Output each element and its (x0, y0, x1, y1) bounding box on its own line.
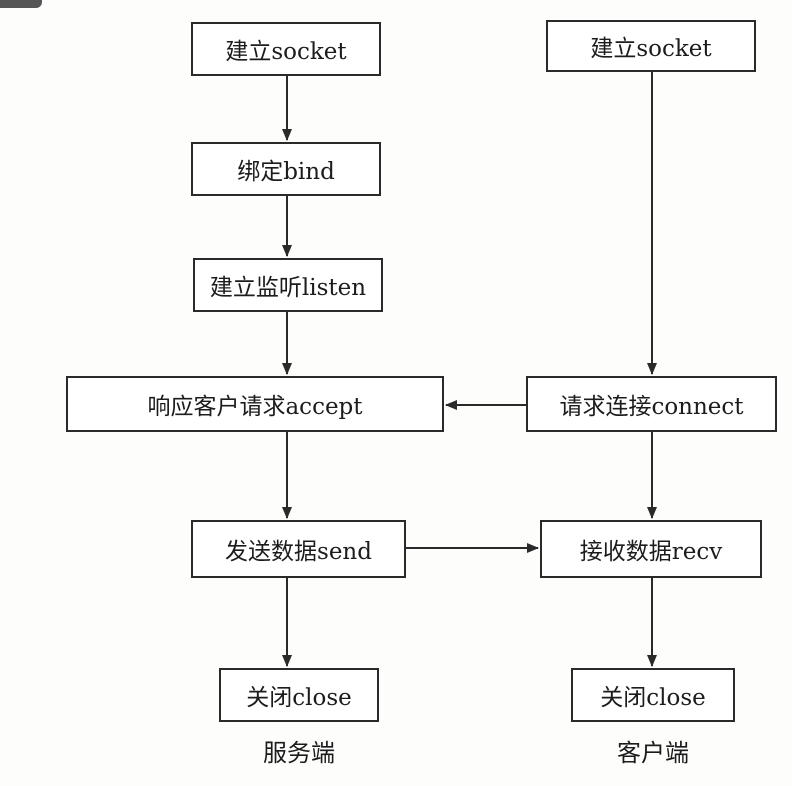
server-send-box: 发送数据send (191, 520, 406, 578)
server-caption: 服务端 (263, 739, 335, 767)
client-connect-box: 请求连接connect (526, 376, 777, 432)
server-send-label: 发送数据send (225, 539, 372, 565)
server-socket-box: 建立socket (191, 22, 381, 76)
server-close-box: 关闭close (219, 668, 379, 722)
client-socket-label: 建立socket (590, 36, 712, 62)
server-socket-label: 建立socket (225, 39, 347, 65)
client-connect-label: 请求连接connect (559, 394, 744, 420)
server-accept-box: 响应客户请求accept (66, 376, 444, 432)
server-close-label: 关闭close (246, 685, 352, 711)
client-recv-label: 接收数据recv (579, 539, 723, 565)
server-accept-label: 响应客户请求accept (147, 394, 363, 420)
client-recv-box: 接收数据recv (540, 520, 762, 578)
client-close-box: 关闭close (571, 668, 735, 722)
server-listen-box: 建立监听listen (193, 258, 383, 312)
client-close-label: 关闭close (600, 685, 706, 711)
server-bind-label: 绑定bind (237, 159, 335, 185)
client-caption: 客户端 (617, 739, 689, 767)
server-listen-label: 建立监听listen (209, 275, 367, 301)
cropped-corner-text (0, 0, 42, 8)
server-bind-box: 绑定bind (191, 142, 381, 196)
client-socket-box: 建立socket (546, 20, 756, 72)
